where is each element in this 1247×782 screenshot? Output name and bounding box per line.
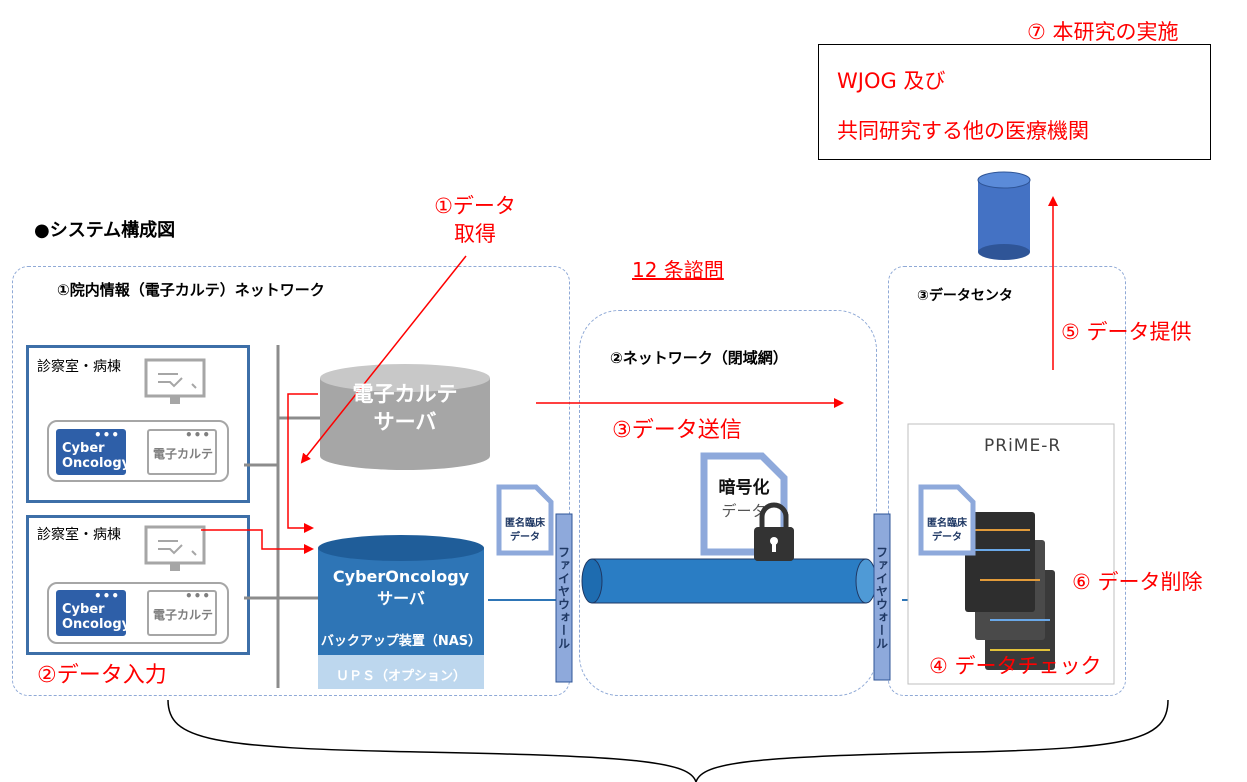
step6-label: ⑥ データ削除 [1072,570,1203,594]
lock-icon [754,502,794,561]
zone1-title: ①院内情報（電子カルテ）ネットワーク [57,281,325,299]
co-server-label: CyberOncology サーバ [318,566,484,610]
step7-label: ⑦ 本研究の実施 [1027,20,1179,44]
prime-r-title: PRiME-R [984,436,1062,456]
firewall-right [873,513,891,681]
anon-doc-line1: 匿名臨床 [927,518,967,529]
dots-icon: ••• [93,589,120,603]
emr-app: ••• 電子カルテ [147,428,217,475]
room1-title: 診察室・病棟 [37,359,121,375]
cyber-oncology-app: ••• Cyber Oncology [56,589,131,636]
encrypted-doc-line2: データ [721,502,767,520]
app1-line1: Cyber [62,602,105,617]
firewall-left [555,513,573,683]
exam-room-2: 診察室・病棟 ••• Cyber Oncology ••• 電子カルテ [26,515,250,655]
wjog-line2: 共同研究する他の医療機関 [837,119,1089,143]
article12-label: 12 条諮問 [632,258,724,282]
anon-data-doc-right: 匿名臨床 データ [918,484,976,556]
datacenter-zone: ③データセンタ [888,266,1126,696]
closed-network-pipe [581,558,877,604]
dots-icon: ••• [184,428,211,442]
dots-icon: ••• [184,589,211,603]
wjog-database-icon [977,171,1031,260]
step1-arrow [300,255,467,464]
app2-label: 電子カルテ [153,608,214,622]
firewall-left-label: ファイヤウォール [556,546,571,650]
step4-label: ④ データチェック [929,654,1102,678]
app2-label: 電子カルテ [153,447,214,461]
wjog-box: WJOG 及び 共同研究する他の医療機関 [818,44,1211,160]
closed-network-zone: ②ネットワーク（閉域網） [579,310,877,696]
app1-line2: Oncology [62,456,131,471]
app1-line1: Cyber [62,441,105,456]
cyberoncology-server-cylinder [318,535,484,689]
monitor-icon [144,358,206,404]
room2-title: 診察室・病棟 [37,527,121,543]
cyber-oncology-app: ••• Cyber Oncology [56,428,131,475]
document-icon [496,484,554,556]
lan-lines [244,345,320,688]
co-server-line2: サーバ [377,589,425,608]
backup-nas-label: バックアップ装置（NAS） [320,634,482,649]
input-arrow [201,529,314,554]
zone3-title: ③データセンタ [917,288,1013,304]
step1-line2: 取得 [454,222,496,246]
anon-doc-line1: 匿名臨床 [505,518,545,529]
exam-room-1: 診察室・病棟 ••• Cyber Oncology ••• 電子カルテ [26,345,250,503]
ups-label: ＵＰＳ（オプション） [335,669,466,684]
server-rack-icon [965,512,1055,670]
hospital-network-zone: ①院内情報（電子カルテ）ネットワーク [12,266,570,696]
encrypted-doc-line1: 暗号化 [718,478,770,498]
emr-server-line2: サーバ [373,410,437,434]
step1-label: ①データ 取得 [410,192,540,248]
step2-label: ②データ入力 [37,663,167,688]
zone2-title: ②ネットワーク（閉域網） [610,349,788,367]
firewall-right-label: ファイヤウォール [874,546,889,650]
emr-app: ••• 電子カルテ [147,589,217,636]
anon-doc-line2: データ [510,532,540,543]
anon-doc-line2: データ [932,532,962,543]
dots-icon: ••• [93,428,120,442]
emr-server-label: 電子カルテ サーバ [320,380,490,436]
diagram-title: ●システム構成図 [34,220,176,241]
emr-to-co-arrow [287,393,318,533]
step3-label: ③データ送信 [612,418,742,443]
emr-server-line1: 電子カルテ [352,382,458,406]
monitor-icon [144,525,206,571]
step5-label: ⑤ データ提供 [1061,320,1192,344]
app1-line2: Oncology [62,617,131,632]
step1-line1: ①データ [434,194,516,218]
document-icon [918,484,976,556]
anon-data-doc-left: 匿名臨床 データ [496,484,554,556]
wjog-line1: WJOG 及び [837,69,946,93]
scope-brace [167,699,1169,782]
co-server-line1: CyberOncology [332,567,470,586]
